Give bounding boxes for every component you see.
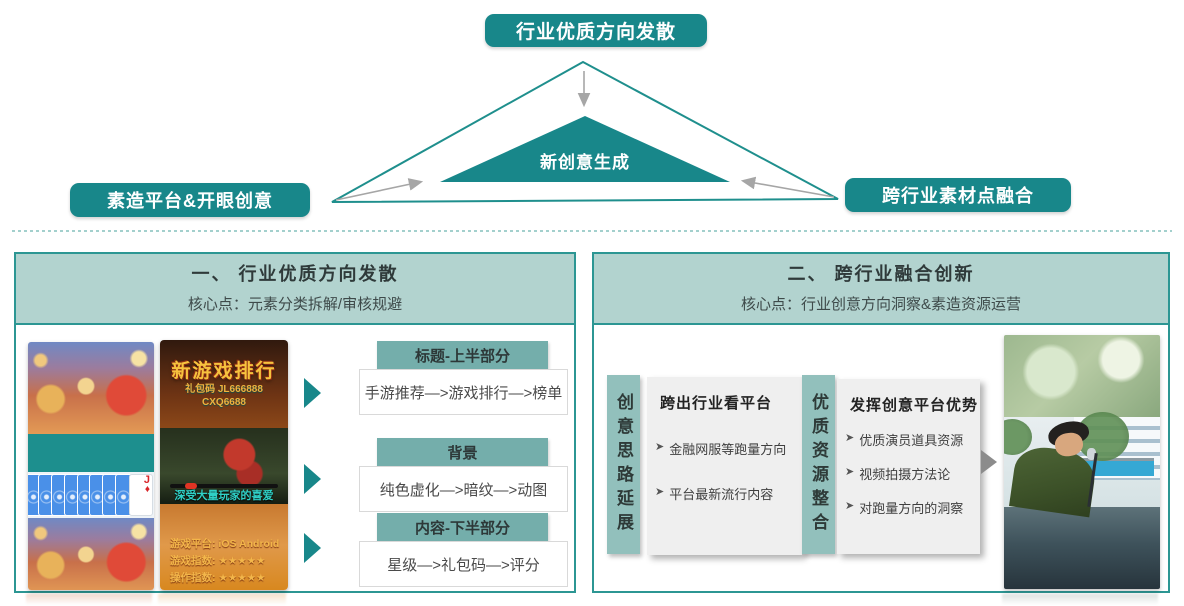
arrow-right-in-icon <box>740 176 835 198</box>
play-arrow-icon <box>304 378 321 408</box>
bullet-arrow-icon: ➤ <box>845 500 855 512</box>
teal-block <box>28 434 154 472</box>
poster-caption: 深受大量玩家的喜爱 <box>174 490 274 502</box>
bullet-text: 视频拍摄方法论 <box>859 467 951 482</box>
microphone-icon <box>1086 447 1096 460</box>
blurred-bottom <box>1004 507 1160 589</box>
bullet-text: 优质演员道具资源 <box>859 433 964 448</box>
vertical-bar-label: 优质资源整合 <box>809 392 828 537</box>
bullet-arrow-icon: ➤ <box>845 432 855 444</box>
bullet-arrow-icon: ➤ <box>845 466 855 478</box>
bullet-item: ➤ 金融网服等跑量方向 <box>647 439 802 458</box>
poster-gift-code-2: CXQ6688 <box>202 397 246 408</box>
triangle-center-label: 新创意生成 <box>540 153 630 172</box>
bullet-text: 平台最新流行内容 <box>669 487 774 502</box>
right-source-box: 跨行业素材点融合 <box>845 178 1071 212</box>
poster-meta: 游戏平台: iOS Android 游戏指数: ★★★★★ 操作指数: ★★★★… <box>170 536 279 587</box>
poster-title: 新游戏排行 <box>171 361 277 382</box>
bullet-text: 金融网服等跑量方向 <box>669 442 787 457</box>
game-ad-poster-image: 新游戏排行 礼包码 JL666888 CXQ6688 深受大量玩家的喜爱 游戏平… <box>160 340 288 590</box>
inner-triangle <box>440 116 730 182</box>
play-arrow-icon <box>304 533 321 563</box>
game-scene-bottom-image <box>28 518 154 590</box>
group-body-content-section: 星级—>礼包码—>评分 <box>359 541 568 587</box>
blue-awning <box>1082 458 1154 476</box>
poster-platform: 游戏平台: iOS Android <box>170 538 280 550</box>
outer-triangle <box>331 60 839 203</box>
playing-cards-strip: J ♦ <box>28 472 154 518</box>
reflection <box>26 594 152 605</box>
top-title-box: 行业优质方向发散 <box>485 14 707 47</box>
box1-title: 跨出行业看平台 <box>660 395 773 412</box>
panel-cross-industry: 二、 跨行业融合创新 核心点：行业创意方向洞察&素造资源运营 创意思路延展 跨出… <box>592 252 1170 593</box>
flow-arrow-icon <box>981 450 997 474</box>
panel-one-title: 一、 行业优质方向发散 <box>191 264 399 284</box>
panel-one-subtitle: 核心点：元素分类拆解/审核规避 <box>187 296 403 313</box>
panel-two-header: 二、 跨行业融合创新 核心点：行业创意方向洞察&素造资源运营 <box>594 254 1168 325</box>
diamond-suit-icon: ♦ <box>144 484 150 495</box>
dotted-divider <box>12 230 1172 232</box>
box2-title: 发挥创意平台优势 <box>850 397 979 414</box>
vertical-bar-resource-integration: 优质资源整合 <box>802 375 835 554</box>
vertical-bar-label: 创意思路延展 <box>614 392 633 537</box>
panel-two-subtitle: 核心点：行业创意方向洞察&素造资源运营 <box>740 296 1021 313</box>
left-source-box: 素造平台&开眼创意 <box>70 183 310 217</box>
actor-frame <box>1004 411 1160 518</box>
bullet-item: ➤ 视频拍摄方法论 <box>837 464 980 483</box>
poster-rating-game: 游戏指数: ★★★★★ <box>170 555 266 567</box>
box-look-across-industry: 跨出行业看平台 ➤ 金融网服等跑量方向 ➤ 平台最新流行内容 <box>647 377 802 555</box>
bullet-arrow-icon: ➤ <box>655 486 665 498</box>
vertical-bar-idea-extension: 创意思路延展 <box>607 375 640 554</box>
box-platform-advantage: 发挥创意平台优势 ➤ 优质演员道具资源 ➤ 视频拍摄方法论 ➤ 对跑量方向的洞察 <box>837 379 980 554</box>
panel-one-header: 一、 行业优质方向发散 核心点：元素分类拆解/审核规避 <box>16 254 574 325</box>
play-arrow-icon <box>304 464 321 494</box>
bullet-arrow-icon: ➤ <box>655 441 665 453</box>
blurred-foliage-top <box>1004 335 1160 417</box>
group-body-title-section: 手游推荐—>游戏排行—>榜单 <box>359 369 568 415</box>
triangle-diagram <box>331 60 839 203</box>
card-back-icon <box>37 474 55 516</box>
group-header-background: 背景 <box>377 438 548 466</box>
jack-of-diamonds-card: J ♦ <box>129 474 153 516</box>
arrow-left-in-icon <box>335 178 424 201</box>
poster-rating-control: 操作指数: ★★★★★ <box>170 572 266 584</box>
reflection <box>158 594 286 605</box>
bullet-text: 对跑量方向的洞察 <box>859 501 964 516</box>
game-collage-image: J ♦ <box>28 342 154 590</box>
poster-video-frame: 深受大量玩家的喜爱 <box>160 428 288 504</box>
group-header-title-section: 标题-上半部分 <box>377 341 548 369</box>
reflection <box>1002 594 1158 605</box>
tree-foliage <box>1004 418 1033 455</box>
video-scrubber <box>170 483 278 489</box>
card-rank: J <box>143 474 150 486</box>
group-header-content-section: 内容-下半部分 <box>377 513 548 541</box>
card-back-icon <box>28 474 42 516</box>
group-body-background: 纯色虚化—>暗纹—>动图 <box>359 466 568 512</box>
scrubber-handle-icon <box>185 483 198 489</box>
card-back-icon <box>50 474 68 516</box>
panel-industry-divergence: 一、 行业优质方向发散 核心点：元素分类拆解/审核规避 J ♦ <box>14 252 576 593</box>
panel-two-title: 二、 跨行业融合创新 <box>787 264 975 284</box>
bullet-item: ➤ 优质演员道具资源 <box>837 430 980 449</box>
card-back-icon <box>89 474 107 516</box>
poster-gift-code: 礼包码 JL666888 <box>185 384 263 395</box>
bullet-item: ➤ 对跑量方向的洞察 <box>837 498 980 517</box>
card-back-icon <box>115 474 132 516</box>
actor-video-still-image <box>1004 335 1160 589</box>
bullet-item: ➤ 平台最新流行内容 <box>647 484 802 503</box>
game-scene-top-image <box>28 342 154 434</box>
